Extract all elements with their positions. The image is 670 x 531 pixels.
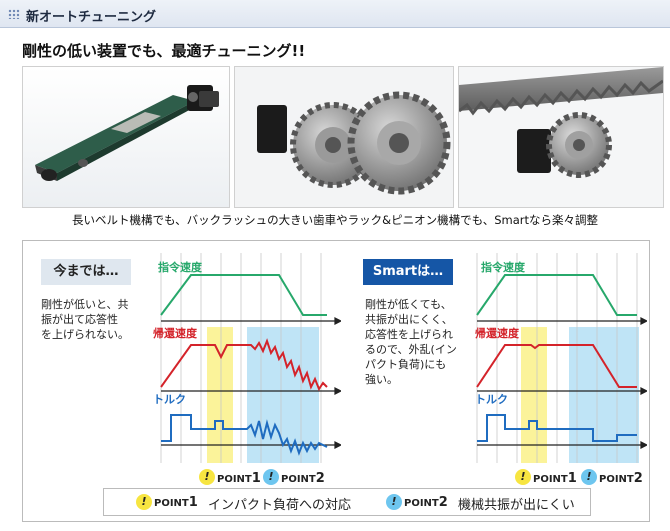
before-chart	[160, 253, 341, 463]
feedback-speed-line	[476, 344, 637, 388]
torque-line	[161, 414, 328, 456]
command-speed-line	[476, 274, 637, 316]
label-command-speed: 指令速度	[158, 261, 202, 274]
desc-line: 共振が出にくく、	[365, 313, 453, 326]
point-legend: ! POINT1 インパクト負荷への対応 ! POINT2 機械共振が出にくい	[103, 488, 591, 516]
point2-icon: !	[581, 469, 597, 485]
photo-gears	[234, 66, 454, 208]
desc-line: 振が出て応答性	[41, 313, 118, 326]
point2-icon: !	[263, 469, 279, 485]
desc-line: を上げられない。	[41, 328, 129, 341]
label-torque: トルク	[153, 393, 186, 406]
point-word: POINT	[154, 498, 189, 509]
photo-rack-pinion	[458, 66, 664, 208]
point2-icon: !	[386, 494, 402, 510]
desc-line: 強い。	[365, 373, 398, 386]
point-num: 1	[567, 471, 577, 486]
photo-belt-conveyor	[22, 66, 230, 208]
before-label: 今までは…	[41, 259, 131, 285]
dots-icon	[8, 9, 20, 19]
label-feedback-speed: 帰還速度	[153, 327, 197, 340]
desc-line: パクト負荷)にも	[365, 358, 447, 371]
point-word: POINT	[599, 474, 634, 485]
chart-axes	[161, 317, 341, 449]
belt-conveyor-image	[23, 67, 229, 207]
point1-marker-left: POINT1	[217, 471, 261, 486]
point1-icon: !	[136, 494, 152, 510]
chart-axes	[477, 317, 647, 449]
label-torque: トルク	[475, 393, 508, 406]
point-num: 2	[315, 471, 325, 486]
desc-line: るので、外乱(イン	[365, 343, 457, 356]
point2-marker-left: POINT2	[281, 471, 325, 486]
smart-description: 剛性が低くても、 共振が出にくく、 応答性を上げられ るので、外乱(イン パクト…	[365, 297, 461, 387]
desc-line: 応答性を上げられ	[365, 328, 453, 341]
impact-highlight	[207, 327, 233, 463]
smart-chart	[476, 253, 647, 463]
label-feedback-speed: 帰還速度	[475, 327, 519, 340]
point1-icon: !	[515, 469, 531, 485]
headline: 剛性の低い装置でも、最適チューニング!!	[22, 42, 306, 60]
label-command-speed: 指令速度	[481, 261, 525, 274]
point-word: POINT	[533, 474, 568, 485]
section-title: 新オートチューニング	[26, 10, 157, 25]
point1-marker-right: POINT1	[533, 471, 577, 486]
gears-image	[235, 67, 453, 207]
point-num: 1	[251, 471, 261, 486]
point-num: 1	[188, 495, 198, 510]
point1-icon: !	[199, 469, 215, 485]
command-speed-line	[160, 274, 327, 316]
point-num: 2	[438, 495, 448, 510]
desc-line: 剛性が低くても、	[365, 298, 452, 311]
feedback-speed-line	[160, 338, 328, 392]
smart-label: Smartは…	[363, 259, 453, 285]
photo-caption: 長いベルト機構でも、バックラッシュの大きい歯車やラック&ピニオン機構でも、Sma…	[71, 213, 599, 227]
point-word: POINT	[404, 498, 439, 509]
resonance-highlight	[569, 327, 639, 463]
section-header: 新オートチューニング	[0, 0, 670, 28]
legend-point2-word: POINT2	[404, 495, 448, 510]
resonance-highlight	[247, 327, 319, 463]
point-word: POINT	[281, 474, 316, 485]
before-description: 剛性が低いと、共 振が出て応答性 を上げられない。	[41, 297, 137, 342]
legend-point1-text: インパクト負荷への対応	[208, 498, 352, 513]
desc-line: 剛性が低いと、共	[41, 298, 129, 311]
legend-point2-text: 機械共振が出にくい	[458, 498, 575, 513]
point2-marker-right: POINT2	[599, 471, 643, 486]
torque-line	[477, 414, 637, 442]
rack-pinion-image	[459, 67, 663, 207]
legend-point1-word: POINT1	[154, 495, 198, 510]
comparison-panel: 今までは… 剛性が低いと、共 振が出て応答性 を上げられない。 指令速度 帰還速…	[22, 240, 650, 522]
point-num: 2	[633, 471, 643, 486]
impact-highlight	[521, 327, 547, 463]
point-word: POINT	[217, 474, 252, 485]
